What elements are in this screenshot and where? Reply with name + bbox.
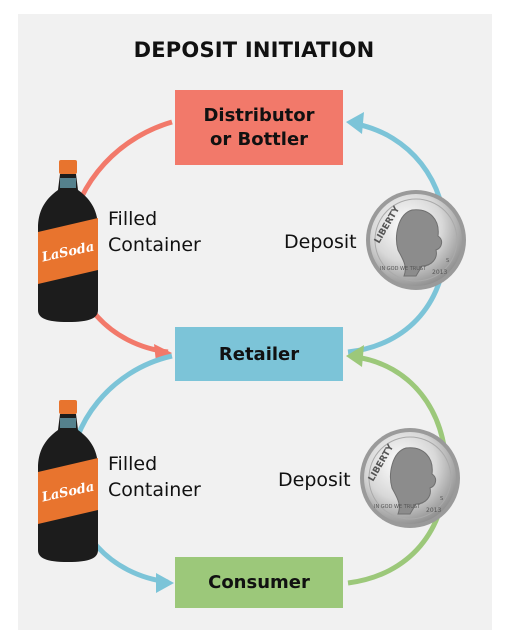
label-filled-bottom-line1: Filled xyxy=(108,453,158,475)
node-consumer: Consumer xyxy=(175,557,343,608)
coin-mint-bottom: S xyxy=(440,496,443,502)
coin-year-top: 2013 xyxy=(432,269,447,276)
label-deposit-top: Deposit xyxy=(284,231,357,253)
dime-icon-top: LIBERTY IN GOD WE TRUST 2013 S xyxy=(366,190,466,290)
label-deposit-bottom: Deposit xyxy=(278,469,351,491)
node-distributor: Distributor or Bottler xyxy=(175,90,343,165)
diagram-title: DEPOSIT INITIATION xyxy=(133,38,375,62)
label-filled-container-bottom: Filled Container xyxy=(108,451,201,503)
coin-motto-bottom: IN GOD WE TRUST xyxy=(374,504,421,510)
coin-mint-top: S xyxy=(446,258,449,264)
arrowhead-consumer-to-retailer xyxy=(346,345,364,367)
label-filled-bottom-line2: Container xyxy=(108,479,201,501)
dime-icon-bottom: LIBERTY IN GOD WE TRUST 2013 S xyxy=(360,428,460,528)
label-filled-container-top: Filled Container xyxy=(108,206,201,258)
bottle-icon-top: LaSoda xyxy=(38,160,98,322)
coin-motto-top: IN GOD WE TRUST xyxy=(380,266,427,272)
bottle-icon-bottom: LaSoda xyxy=(38,400,98,562)
arrowhead-retailer-to-consumer xyxy=(156,573,174,593)
label-filled-top-line2: Container xyxy=(108,234,201,256)
coin-year-bottom: 2013 xyxy=(426,507,441,514)
node-distributor-label: Distributor or Bottler xyxy=(203,104,315,150)
node-retailer-label: Retailer xyxy=(218,343,300,365)
node-retailer: Retailer xyxy=(175,327,343,381)
label-filled-top-line1: Filled xyxy=(108,208,158,230)
node-consumer-label: Consumer xyxy=(208,572,310,593)
arrowhead-retailer-to-distributor xyxy=(346,112,364,134)
